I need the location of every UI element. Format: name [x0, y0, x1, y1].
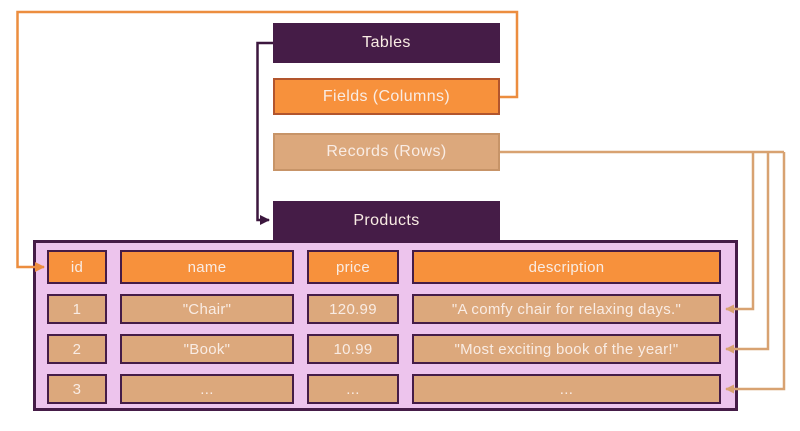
records-rows-box: Records (Rows)	[273, 133, 500, 171]
tables-box-label: Tables	[362, 34, 411, 51]
header-cell-description: description	[412, 250, 721, 284]
header-cell-name: name	[120, 250, 294, 284]
table-cell-row1-col3: 120.99	[307, 294, 399, 324]
records-rows-box-label: Records (Rows)	[326, 143, 447, 160]
table-cell-row1-col2: "Chair"	[120, 294, 294, 324]
products-box: Products	[273, 201, 500, 240]
table-cell-row1-col4: "A comfy chair for relaxing days."	[412, 294, 721, 324]
fields-columns-box: Fields (Columns)	[273, 78, 500, 115]
header-cell-id: id	[47, 250, 107, 284]
table-cell-row2-col1: 2	[47, 334, 107, 364]
header-cell-price: price	[307, 250, 399, 284]
table-cell-row3-col3: ...	[307, 374, 399, 404]
table-cell-row2-col2: "Book"	[120, 334, 294, 364]
tables-box: Tables	[273, 23, 500, 63]
table-cell-row3-col1: 3	[47, 374, 107, 404]
table-cell-row2-col3: 10.99	[307, 334, 399, 364]
connector-tables-to-products	[256, 41, 273, 225]
products-box-label: Products	[353, 211, 420, 229]
fields-columns-box-label: Fields (Columns)	[322, 87, 451, 105]
table-cell-row1-col1: 1	[47, 294, 107, 324]
table-cell-row3-col4: ...	[412, 374, 721, 404]
table-cell-row2-col4: "Most exciting book of the year!"	[412, 334, 721, 364]
table-cell-row3-col2: ...	[120, 374, 294, 404]
